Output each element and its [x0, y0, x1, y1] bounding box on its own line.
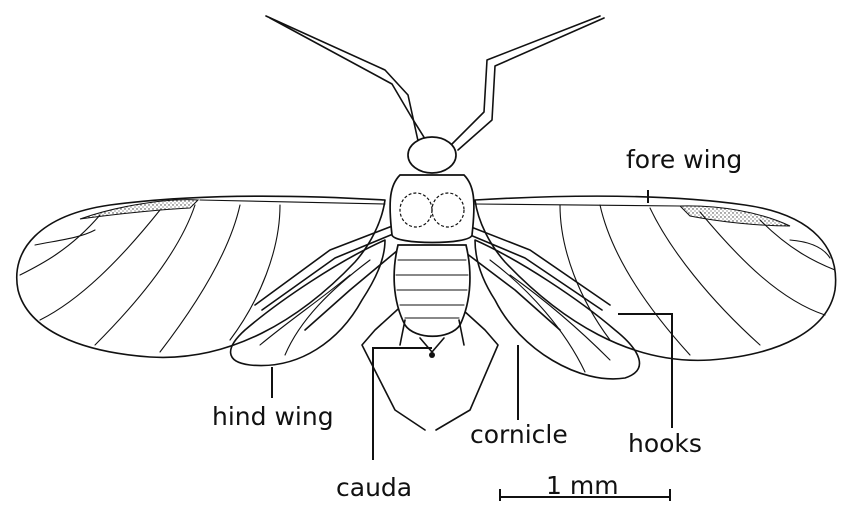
label-cornicle: cornicle: [470, 420, 568, 449]
abdomen: [394, 245, 470, 336]
antennae: [266, 16, 604, 150]
left-fore-wing: [17, 196, 385, 357]
left-cornicle: [400, 320, 405, 345]
right-fore-wing: [475, 196, 836, 360]
label-hind-wing: hind wing: [212, 402, 334, 431]
label-cauda: cauda: [336, 473, 412, 502]
cauda-shape: [420, 338, 444, 352]
scale-bar-label: 1 mm: [546, 471, 619, 500]
label-fore-wing: fore wing: [626, 145, 742, 174]
label-hooks: hooks: [628, 429, 702, 458]
aphid-body: [390, 137, 474, 358]
head: [408, 137, 456, 173]
